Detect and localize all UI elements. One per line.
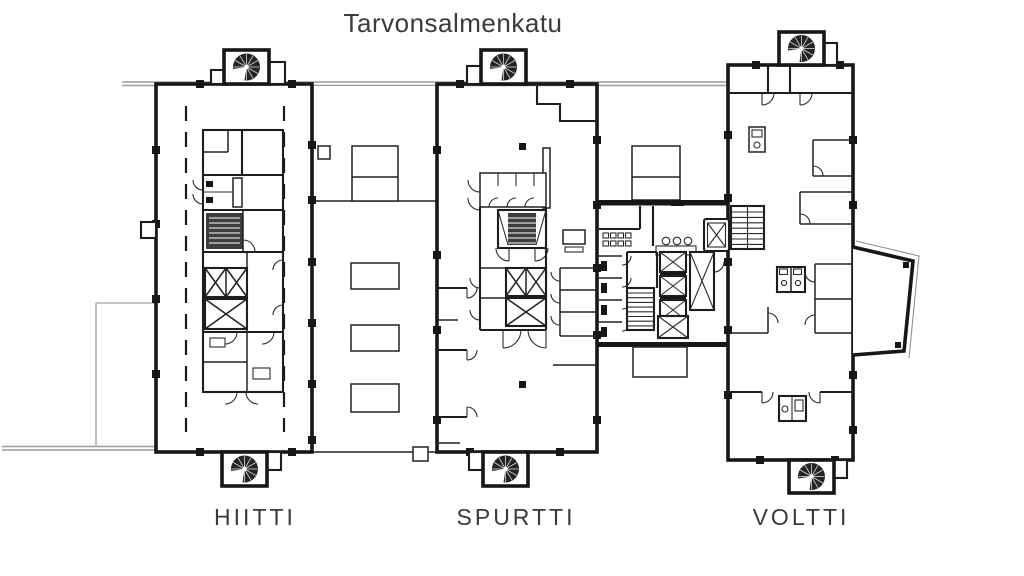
shaft-box	[351, 145, 399, 202]
shaft-box	[350, 383, 400, 413]
building-voltti	[702, 30, 920, 495]
spiral-staircase-icon	[220, 450, 283, 488]
staircase-icon	[496, 208, 548, 250]
building-label-hiitti: HIITTI	[214, 504, 296, 530]
door-arc	[804, 271, 816, 326]
bottom-rooms	[728, 390, 853, 423]
ground-line-left	[2, 302, 156, 451]
shaft-box	[350, 262, 400, 290]
door-arc	[761, 391, 821, 404]
wc-icon	[777, 394, 808, 423]
spiral-staircase-icon	[209, 48, 287, 86]
building-hiitti	[139, 48, 316, 488]
connector-hiitti-spurtti	[313, 86, 437, 462]
building-spurtti	[433, 48, 601, 488]
wc-pair-icon	[775, 265, 807, 294]
spiral-staircase-icon	[467, 450, 530, 488]
door-arc	[799, 213, 811, 225]
door-arc	[488, 197, 535, 208]
left-rooms	[437, 286, 478, 444]
spurtti-core	[467, 172, 549, 349]
top-rooms	[728, 65, 853, 106]
street-name-label: Tarvonsalmenkatu	[343, 8, 563, 38]
door-arc	[272, 259, 284, 316]
basin-icons	[661, 236, 693, 246]
door-arc	[224, 331, 275, 345]
terrace	[852, 240, 920, 359]
wc-stalls	[599, 255, 632, 337]
door-arc	[767, 312, 779, 324]
staircase-icon	[206, 213, 243, 249]
door-arc	[242, 239, 256, 253]
shaft-box	[350, 324, 400, 352]
elevator-icon	[702, 217, 731, 253]
door-arc	[224, 391, 259, 405]
building-label-voltti: VOLTTI	[752, 504, 850, 530]
wc-icon	[748, 126, 766, 153]
connector-spurtti-voltti	[597, 87, 730, 378]
building-label-spurtti: SPURTTI	[456, 504, 576, 530]
door-arc	[495, 247, 549, 262]
door-arc	[713, 261, 725, 273]
right-rooms	[550, 229, 597, 337]
spiral-staircase-icon	[777, 30, 839, 67]
staircase-icon	[625, 250, 659, 332]
door-arc	[192, 179, 204, 205]
hiitti-core	[192, 128, 285, 405]
spiral-staircase-icon	[465, 48, 528, 86]
door-arc	[469, 277, 481, 321]
sink-counter-icon	[602, 232, 632, 247]
door-arc	[502, 329, 547, 349]
elevator-icons	[203, 266, 249, 331]
spiral-staircase-icon	[787, 458, 849, 495]
central-core	[597, 206, 730, 347]
door-arc	[761, 92, 813, 106]
door-arc	[550, 271, 561, 326]
shaft-box	[631, 145, 681, 201]
shaft-x-icon	[656, 250, 716, 340]
door-arc	[466, 287, 478, 418]
staircase-icon	[729, 204, 766, 251]
elevator-icons	[504, 266, 548, 328]
elevator-icons	[658, 250, 688, 322]
door-arc	[467, 179, 481, 211]
door-arc	[812, 165, 824, 177]
